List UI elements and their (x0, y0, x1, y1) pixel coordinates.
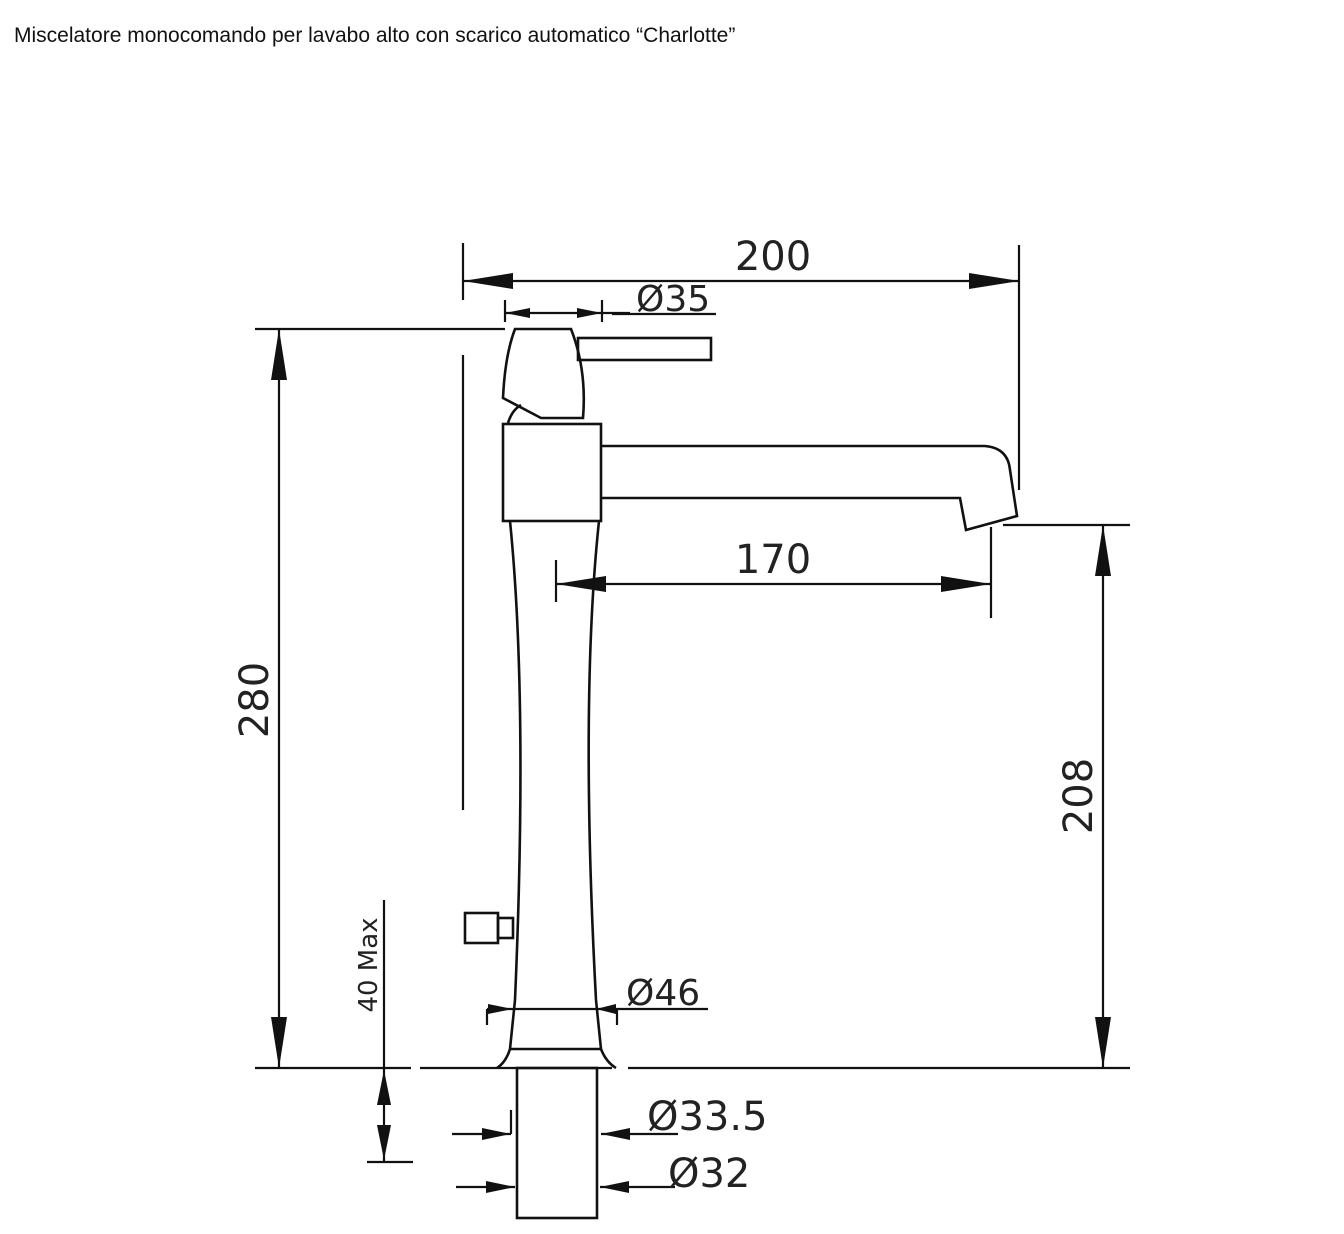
dimension-280: 280 (232, 327, 505, 1068)
shank-pipe (515, 1066, 599, 1220)
dimension-label-35: Ø35 (636, 279, 710, 320)
dimension-label-40-max: 40 Max (354, 917, 384, 1012)
dimension-170: 170 (554, 527, 993, 618)
dimension-label-33-5: Ø33.5 (647, 1094, 768, 1140)
dimension-base-diameter: Ø46 (485, 973, 708, 1025)
dimension-shank-outer: Ø33.5 (452, 1094, 768, 1140)
drawing-title: Miscelatore monocomando per lavabo alto … (14, 24, 736, 47)
dimension-handle-diameter: Ø35 (503, 279, 716, 322)
dimension-label-208: 208 (1056, 758, 1102, 834)
dimension-label-280: 280 (232, 662, 278, 738)
dimension-label-200: 200 (735, 234, 811, 280)
dimension-208: 208 (1003, 523, 1130, 1068)
dimension-label-46: Ø46 (626, 973, 700, 1014)
dimension-shank-inner: Ø32 (456, 1151, 750, 1197)
faucet-outline (463, 327, 1019, 1220)
drain-knob (463, 911, 500, 945)
dimension-label-32: Ø32 (668, 1151, 750, 1197)
dimension-label-170: 170 (735, 537, 811, 583)
dimension-40-max: 40 Max (354, 900, 413, 1164)
dimension-200: 200 (461, 234, 1021, 490)
lever-handle (576, 336, 713, 362)
